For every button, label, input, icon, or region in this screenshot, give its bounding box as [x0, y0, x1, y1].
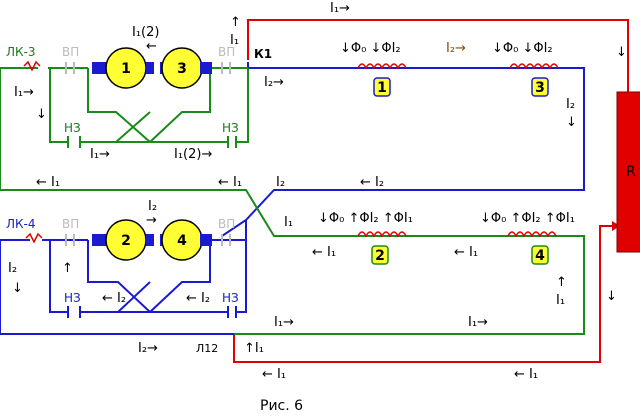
- cur-lk4-up: ↑: [62, 261, 73, 276]
- cur-right-blue-I2: I₂: [566, 97, 575, 112]
- cur-mid-I1-left: ← I₁: [36, 175, 60, 190]
- cur-lk3-arrow: ↓: [36, 107, 47, 122]
- nz-label-3: НЗ: [64, 291, 81, 305]
- green-wire-top: [0, 67, 585, 335]
- cur-c4-I1: I₁: [556, 293, 565, 308]
- cur-bot-I2-top-arrow: →: [146, 213, 157, 228]
- lk-contacts: [23, 60, 43, 244]
- vp-label-2: ВП: [218, 45, 235, 59]
- cur-bot-I2-top: I₂: [148, 199, 157, 214]
- cur-i2-brown: I₂→: [446, 41, 466, 56]
- cur-k1-I1: I₁: [230, 33, 239, 48]
- machine-4: 4: [160, 219, 212, 261]
- coil-4: 4: [507, 231, 557, 265]
- cur-cross-I1: I₁: [284, 215, 293, 230]
- coil-4-label: 4: [535, 248, 545, 264]
- vp-label-1: ВП: [62, 45, 79, 59]
- cur-right-blue-arrow: ↓: [566, 115, 577, 130]
- machine-4-label: 4: [177, 233, 187, 249]
- k1-label: К1: [254, 47, 272, 61]
- cur-top-red: I₁→: [330, 1, 350, 16]
- cur-green-low-I1-right: I₁→: [468, 315, 488, 330]
- lk4-label: ЛК-4: [6, 217, 36, 231]
- machine-3-label: 3: [177, 61, 187, 77]
- cur-k1-up: ↑: [230, 15, 241, 30]
- vp-contacts: [65, 62, 231, 246]
- machine-1: 1: [92, 47, 154, 89]
- machine-3: 3: [160, 47, 212, 89]
- cur-k1-I2: I₂→: [264, 75, 284, 90]
- flux-c1: ↓Φ₀ ↓ΦI₂: [340, 41, 401, 56]
- cur-top-I12-arrow: ←: [146, 39, 157, 54]
- cur-green-mid-I1-left: ← I₁: [312, 245, 336, 260]
- red-wire-bottom: [233, 225, 618, 363]
- nz-label-4: НЗ: [222, 291, 239, 305]
- coil-3-label: 3: [535, 80, 545, 96]
- cur-bot-loop-I2-left: ← I₂: [102, 291, 126, 306]
- red-wire-top: [247, 19, 629, 92]
- cur-right-red-arrow: ↓: [616, 45, 627, 60]
- resistor-label: R: [626, 164, 636, 180]
- lk3-label: ЛК-3: [6, 45, 36, 59]
- vp-label-3: ВП: [62, 217, 79, 231]
- coil-2-label: 2: [375, 248, 385, 264]
- blue-wire-bottom: [0, 220, 247, 335]
- cur-loop-I1: I₁→: [90, 147, 110, 162]
- nz-contacts: [67, 136, 237, 318]
- machine-1-label: 1: [121, 61, 131, 77]
- l12-label: Л12: [196, 342, 218, 355]
- cur-c4-arrow: ↑: [556, 275, 567, 290]
- cur-lk4-down: ↓: [12, 281, 23, 296]
- resistor-R: [616, 91, 640, 253]
- nz-label-2: НЗ: [222, 121, 239, 135]
- machine-2-label: 2: [121, 233, 131, 249]
- cur-loop-I12: I₁(2)→: [174, 147, 212, 162]
- cur-top-I12: I₁(2): [132, 25, 159, 40]
- nz-label-1: НЗ: [64, 121, 81, 135]
- figure-caption: Рис. 6: [260, 398, 303, 414]
- flux-c3: ↓Φ₀ ↓ΦI₂: [492, 41, 553, 56]
- cur-red-bot-I1-left: ← I₁: [262, 367, 286, 382]
- cur-cross-I2: I₂: [276, 175, 285, 190]
- coil-1: 1: [357, 63, 407, 97]
- cur-red-right-arrow: ↓: [606, 289, 617, 304]
- cur-lk3-I1: I₁→: [14, 85, 34, 100]
- machine-2: 2: [92, 219, 154, 261]
- coil-2: 2: [357, 231, 407, 265]
- coil-3: 3: [509, 63, 559, 97]
- flux-c2: ↓Φ₀ ↑ΦI₂ ↑ΦI₁: [318, 211, 413, 226]
- cur-mid-I2: ← I₂: [360, 175, 384, 190]
- cur-green-low-I1-left: I₁→: [274, 315, 294, 330]
- vp-label-4: ВП: [218, 217, 235, 231]
- cur-bottom-I2: I₂→: [138, 341, 158, 356]
- coil-1-label: 1: [377, 80, 387, 96]
- cur-mid-I1-center: ← I₁: [218, 175, 242, 190]
- cur-lk4-I2: I₂: [8, 261, 17, 276]
- cur-bot-loop-I2-right: ← I₂: [186, 291, 210, 306]
- cur-l12-I1: ↑I₁: [244, 341, 264, 356]
- cur-green-mid-I1-right: ← I₁: [454, 245, 478, 260]
- red-arrowhead: [612, 221, 620, 231]
- flux-c4: ↓Φ₀ ↑ΦI₂ ↑ΦI₁: [480, 211, 575, 226]
- cur-red-bot-I1-right: ← I₁: [514, 367, 538, 382]
